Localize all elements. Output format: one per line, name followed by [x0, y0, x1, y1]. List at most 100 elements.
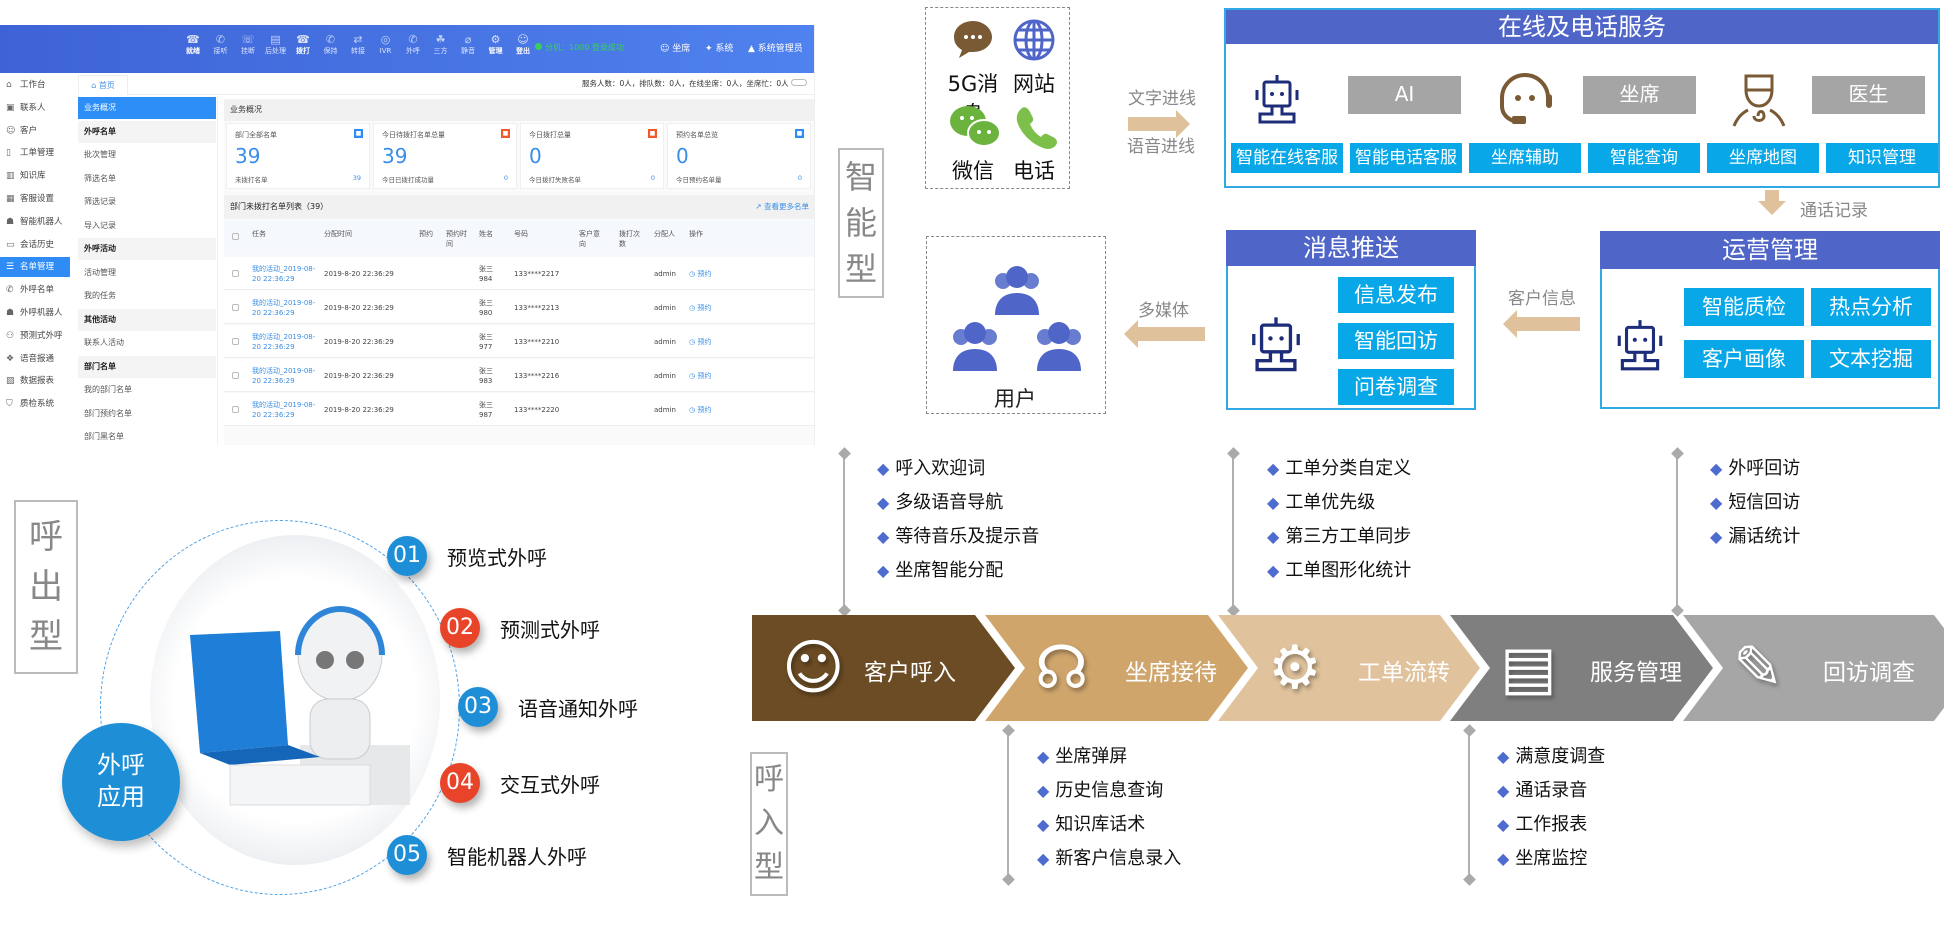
- toolbar-button-7[interactable]: ◎IVR: [373, 33, 399, 56]
- function-button[interactable]: 智能回访: [1338, 323, 1454, 359]
- view-more-link[interactable]: ↗ 查看更多名单: [755, 195, 809, 219]
- function-button[interactable]: 知识管理: [1826, 143, 1938, 173]
- nav-item-4[interactable]: ▥知识库: [6, 166, 76, 186]
- list-title: 部门未拨打名单列表（39） ↗ 查看更多名单: [224, 195, 815, 219]
- row-checkbox[interactable]: [232, 304, 239, 311]
- function-button[interactable]: 坐席辅助: [1469, 143, 1581, 173]
- nav-item-10[interactable]: ☗外呼机器人: [6, 303, 76, 323]
- nav-item-1[interactable]: ▣联系人: [6, 98, 76, 118]
- online-service-title: 在线及电话服务: [1226, 10, 1938, 44]
- subnav-item[interactable]: 我的部门名单: [78, 379, 216, 401]
- column-header: 预约: [419, 229, 443, 239]
- toolbar-button-6[interactable]: ⇄转接: [345, 33, 371, 56]
- mute-icon: ⌀: [455, 33, 481, 47]
- subnav-item[interactable]: 我的任务: [78, 285, 216, 307]
- function-button[interactable]: 信息发布: [1338, 277, 1454, 313]
- conference-icon: ☘: [428, 33, 454, 47]
- toolbar-button-10[interactable]: ⌀静音: [455, 33, 481, 56]
- function-button[interactable]: 智能查询: [1588, 143, 1700, 173]
- function-button[interactable]: 客户画像: [1684, 340, 1804, 378]
- subnav-item[interactable]: 部门黑名单: [78, 426, 216, 445]
- nav-item-6[interactable]: ☗智能机器人: [6, 212, 76, 232]
- row-checkbox[interactable]: [232, 270, 239, 277]
- subnav-item[interactable]: 筛选记录: [78, 191, 216, 213]
- column-header: 客户意向: [579, 229, 603, 249]
- subnav-item[interactable]: 部门预约名单: [78, 403, 216, 425]
- toolbar-button-2[interactable]: ☏挂断: [235, 33, 261, 56]
- toolbar-button-12[interactable]: ☺登出: [510, 33, 536, 56]
- function-button[interactable]: 智能质检: [1684, 288, 1804, 326]
- outbound-item-label: 智能机器人外呼: [447, 841, 587, 870]
- toggle-switch[interactable]: [791, 79, 807, 86]
- reserve-button[interactable]: ◷ 预约: [689, 303, 711, 313]
- nav-item-2[interactable]: ☺客户: [6, 121, 76, 141]
- user-menu[interactable]: ▲ 系统管理员: [748, 41, 803, 54]
- reserve-button[interactable]: ◷ 预约: [689, 337, 711, 347]
- reserve-button[interactable]: ◷ 预约: [689, 371, 711, 381]
- reserve-button[interactable]: ◷ 预约: [689, 405, 711, 415]
- nav-item-11[interactable]: ⚇预测式外呼: [6, 326, 76, 346]
- function-button[interactable]: 问卷调查: [1338, 369, 1454, 405]
- subnav-item[interactable]: 业务概况: [78, 97, 216, 119]
- row-checkbox[interactable]: [232, 338, 239, 345]
- select-all-checkbox[interactable]: [232, 233, 239, 240]
- nav-item-7[interactable]: ▭会话历史: [6, 235, 76, 255]
- reserve-button[interactable]: ◷ 预约: [689, 269, 711, 279]
- toolbar-button-11[interactable]: ⚙管理: [483, 33, 509, 56]
- toolbar-button-3[interactable]: ▤后处理: [263, 33, 289, 56]
- nav-item-8[interactable]: ☰名单管理: [0, 257, 70, 277]
- nav-item-13[interactable]: ▨数据报表: [6, 371, 76, 391]
- users-group-icon: [945, 257, 1089, 375]
- connector-line: [1232, 454, 1234, 611]
- nav-item-0[interactable]: ⌂工作台: [6, 75, 76, 95]
- function-button[interactable]: 智能电话客服: [1350, 143, 1462, 173]
- subnav-item[interactable]: 活动管理: [78, 262, 216, 284]
- function-button[interactable]: 智能在线客服: [1231, 143, 1343, 173]
- task-link[interactable]: 我的活动_2019-08-20 22:36:29: [252, 400, 316, 420]
- system-menu[interactable]: ✦ 系统: [705, 41, 733, 54]
- toolbar-button-0[interactable]: ☎就绪: [180, 33, 206, 56]
- subnav-item[interactable]: 导入记录: [78, 215, 216, 237]
- row-checkbox[interactable]: [232, 372, 239, 379]
- function-button[interactable]: 热点分析: [1811, 288, 1931, 326]
- toolbar-button-4[interactable]: ☎拨打: [290, 33, 316, 56]
- robot-icon: [1612, 317, 1668, 373]
- users-box: 用户: [926, 236, 1106, 414]
- subnav-item[interactable]: 联系人活动: [78, 332, 216, 354]
- toolbar-button-1[interactable]: ✆接听: [208, 33, 234, 56]
- task-link[interactable]: 我的活动_2019-08-20 22:36:29: [252, 332, 316, 352]
- row-checkbox[interactable]: [232, 406, 239, 413]
- phone-icon: [1014, 104, 1058, 150]
- subnav-item[interactable]: 外呼名单: [78, 121, 216, 143]
- toolbar-label: 三方: [434, 47, 448, 55]
- ivr-icon: ◎: [373, 33, 399, 47]
- agent-menu[interactable]: ☺ 坐席: [660, 41, 690, 54]
- task-link[interactable]: 我的活动_2019-08-20 22:36:29: [252, 264, 316, 284]
- customer-info-label: 客户信息: [1508, 284, 1576, 309]
- channel-wechat-label: 微信: [938, 155, 1008, 185]
- toolbar-button-9[interactable]: ☘三方: [428, 33, 454, 56]
- toolbar-button-8[interactable]: ✆外呼: [400, 33, 426, 56]
- nav-item-5[interactable]: ▦客服设置: [6, 189, 76, 209]
- function-button[interactable]: 文本挖掘: [1811, 340, 1931, 378]
- message-push-title: 消息推送: [1226, 230, 1476, 266]
- subnav-item[interactable]: 其他活动: [78, 309, 216, 331]
- subnav-item[interactable]: 部门名单: [78, 356, 216, 378]
- customer-name: 张三977: [479, 332, 493, 352]
- service-status-line: 服务人数：0人，排队数：0人，在线坐席：0人，坐席忙：0人: [582, 78, 807, 89]
- nav-item-9[interactable]: ✆外呼名单: [6, 280, 76, 300]
- chat-icon: ▭: [6, 235, 16, 255]
- task-link[interactable]: 我的活动_2019-08-20 22:36:29: [252, 298, 316, 318]
- toolbar-button-5[interactable]: ✆保持: [318, 33, 344, 56]
- subnav-item[interactable]: 批次管理: [78, 144, 216, 166]
- book-icon: ▥: [6, 166, 16, 186]
- nav-item-12[interactable]: ❖语音报通: [6, 349, 76, 369]
- nav-item-14[interactable]: ⛉质检系统: [6, 394, 76, 414]
- flow-stage-label: 坐席接待: [1125, 653, 1217, 687]
- nav-item-3[interactable]: ▯工单管理: [6, 143, 76, 163]
- tab-home[interactable]: ⌂ 首页: [78, 75, 128, 95]
- function-button[interactable]: 坐席地图: [1707, 143, 1819, 173]
- task-link[interactable]: 我的活动_2019-08-20 22:36:29: [252, 366, 316, 386]
- subnav-item[interactable]: 外呼活动: [78, 238, 216, 260]
- subnav-item[interactable]: 筛选名单: [78, 168, 216, 190]
